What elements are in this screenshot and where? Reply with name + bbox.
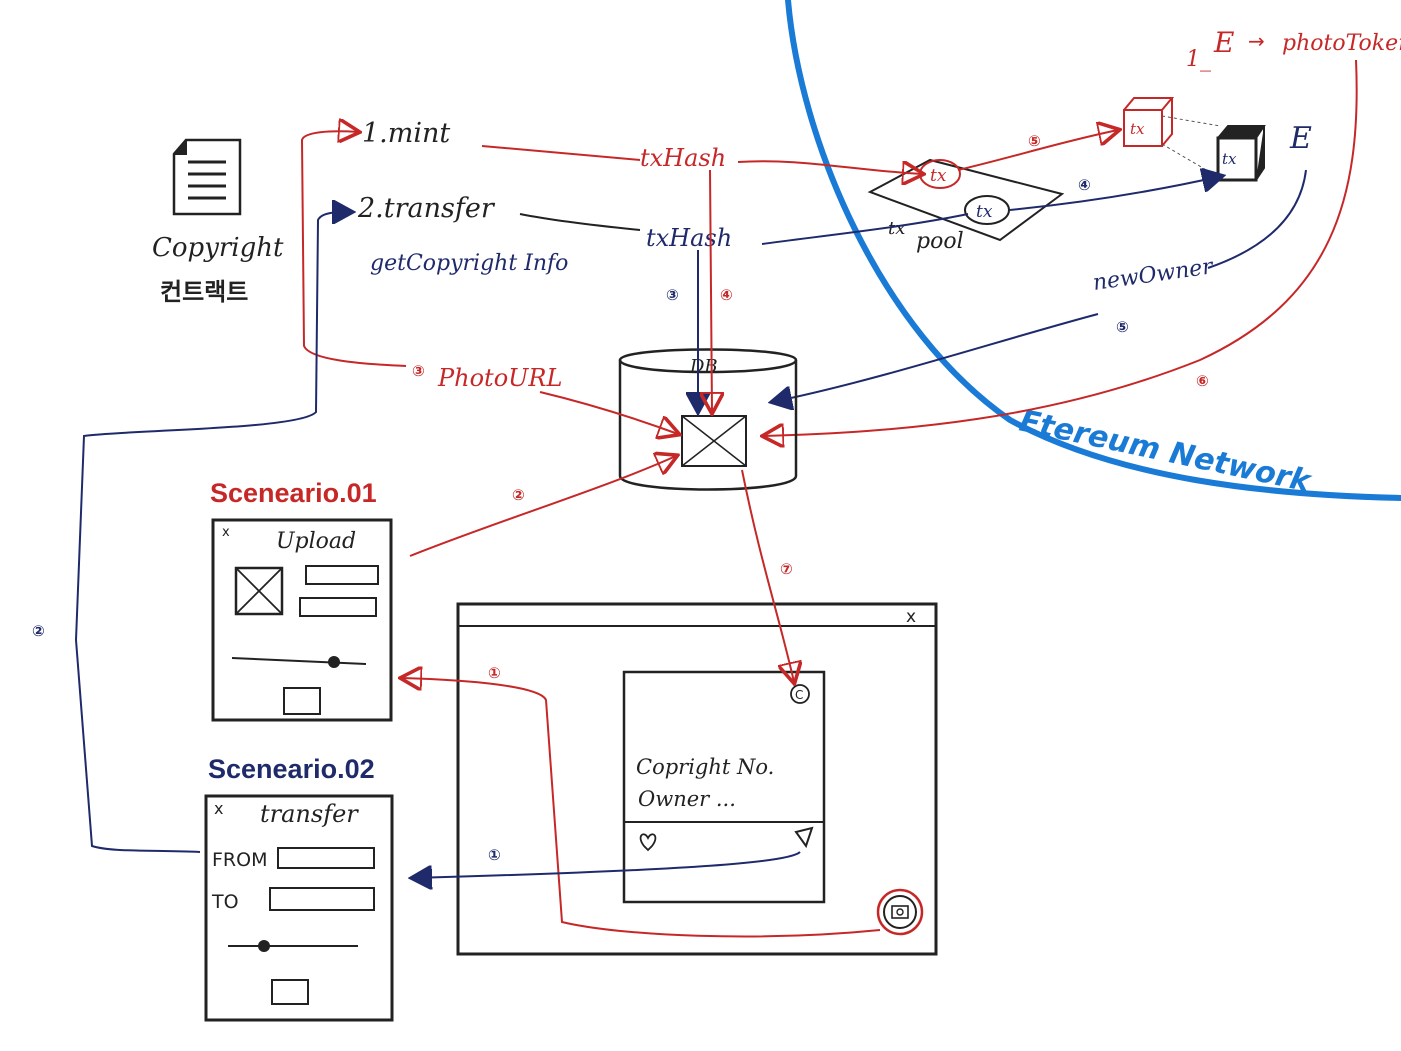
scenario2-window: [204, 794, 394, 1022]
pool-tx-transfer-label: tx: [976, 202, 993, 222]
step-red-5: ⑤: [1028, 132, 1041, 150]
card-copyright-number: Copright No.: [636, 755, 774, 779]
step-navy-4: ④: [1078, 176, 1091, 194]
main-window-close-icon[interactable]: x: [906, 607, 916, 627]
heart-icon[interactable]: [639, 833, 657, 852]
main-window: [456, 602, 938, 956]
token-note-prefix: 1_: [1186, 47, 1211, 72]
step-red-2: ②: [512, 486, 525, 504]
network-label: Etereum Network: [1016, 404, 1315, 500]
from-label: FROM: [212, 849, 267, 871]
pool-tx-transfer: [964, 195, 1010, 225]
database: [618, 348, 798, 491]
scenario1-window-title: Upload: [276, 529, 356, 554]
db-label: DB: [689, 356, 718, 377]
transfer-function: 2.transfer: [357, 193, 496, 224]
step-red-7: ⑦: [780, 560, 793, 578]
get-copyright-info: getCopyright Info: [370, 251, 568, 276]
network-boundary: [785, 0, 1401, 501]
svg-text:tx: tx: [1130, 120, 1145, 138]
copyright-symbol: C: [795, 688, 803, 702]
scenario1-title: Sceneario.01: [210, 478, 377, 508]
scenario2-close-icon[interactable]: x: [214, 799, 223, 818]
step-red-3: ③: [412, 362, 425, 380]
camera-icon: [891, 905, 909, 919]
photo-card: [622, 670, 826, 904]
token-note-node: E: [1213, 26, 1234, 59]
card-owner: Owner ...: [638, 787, 736, 811]
document-icon: [172, 138, 242, 216]
scenario1-window: [211, 518, 393, 722]
camera-button[interactable]: [876, 888, 924, 936]
step-navy-3: ③: [666, 286, 679, 304]
tx-hash-transfer: txHash: [646, 224, 732, 252]
contract-label: Copyright: [152, 233, 284, 263]
block-navy: tx: [1216, 125, 1266, 182]
token-note-arrow: →: [1248, 29, 1265, 53]
step-red-4: ④: [720, 286, 733, 304]
photo-url-label: PhotoURL: [437, 364, 562, 392]
step-navy-2: ②: [32, 622, 45, 640]
new-owner-label: newOwner: [1091, 254, 1215, 296]
pool-tx-mint-label: tx: [930, 166, 947, 186]
scenario1-close-icon[interactable]: x: [222, 525, 230, 540]
network-node: E: [1289, 121, 1312, 156]
scenario2-window-title: transfer: [260, 800, 359, 828]
step-red-6: ⑥: [1196, 372, 1209, 390]
scenario2-title: Sceneario.02: [208, 754, 375, 784]
mint-function: 1.mint: [362, 118, 450, 149]
send-icon[interactable]: [794, 826, 814, 849]
block-red: tx: [1123, 97, 1175, 147]
pool-label: pool: [916, 229, 964, 254]
step-navy-5: ⑤: [1116, 318, 1129, 336]
step-navy-1: ①: [488, 846, 501, 864]
token-note-target: photoToken: [1282, 31, 1401, 56]
step-red-1: ①: [488, 664, 501, 682]
tx-hash-mint: txHash: [640, 144, 726, 172]
pool-prefix: tx: [888, 218, 905, 239]
to-label: TO: [211, 891, 239, 913]
svg-text:tx: tx: [1222, 150, 1237, 168]
contract-label-korean: 컨트랙트: [160, 278, 248, 306]
